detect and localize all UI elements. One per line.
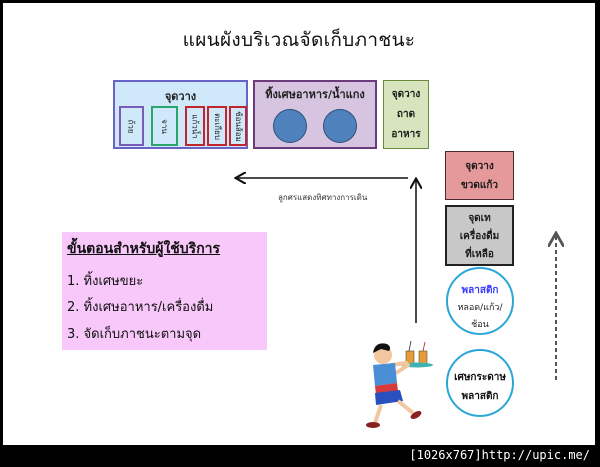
plastic-bin-line: ช้อน xyxy=(471,320,489,330)
leftover-drink-zone: จุดเท เครื่องดื่ม ที่เหลือ xyxy=(445,205,514,266)
tray-zone-line: ถาด xyxy=(396,109,416,120)
walking-arrow-caption: ลูกศรแสดงทิศทางการเดิน xyxy=(278,193,368,202)
food-waste-zone: ทิ้งเศษอาหาร/น้ำแกง xyxy=(253,80,377,149)
waste-bowl-icon xyxy=(323,109,357,143)
plastic-bin-line: หลอด/แก้ว/ xyxy=(457,303,503,313)
slot-bowl: ถ้วย xyxy=(119,106,144,146)
slot-plate: จาน xyxy=(151,106,178,146)
tray-zone-line: อาหาร xyxy=(391,129,421,140)
drink-zone-line: ที่เหลือ xyxy=(465,249,494,260)
plastic-bin-title: พลาสติก xyxy=(461,285,499,296)
slot-chopsticks: ตะเกียบ xyxy=(207,106,227,146)
paper-bin: เศษกระดาษ พลาสติก xyxy=(446,349,514,417)
walking-direction-arrows xyxy=(3,3,595,428)
glass-bottle-zone: จุดวาง ขวดแก้ว xyxy=(445,151,514,200)
page-title: แผนผังบริเวณจัดเก็บภาชนะ xyxy=(182,29,416,51)
tray-dropoff-zone: จุดวาง ถาด อาหาร xyxy=(383,80,429,149)
bottle-zone-line: ขวดแก้ว xyxy=(460,180,499,191)
dish-zone-label: จุดวาง xyxy=(164,90,197,103)
step-item: 2. ทิ้งเศษอาหาร/เครื่องดื่ม xyxy=(67,300,214,315)
waste-zone-label: ทิ้งเศษอาหาร/น้ำแกง xyxy=(265,88,365,101)
steps-heading: ขั้นตอนสำหรับผู้ใช้บริการ xyxy=(67,241,221,257)
diagram-slide: แผนผังบริเวณจัดเก็บภาชนะ จุดวาง ถ้วย จาน… xyxy=(3,3,595,445)
paper-bin-line: เศษกระดาษ xyxy=(454,372,506,383)
slot-glass: แก้วน้ำ xyxy=(185,106,205,146)
step-item: 3. จัดเก็บภาชนะตามจุด xyxy=(67,327,202,342)
dish-dropoff-zone: จุดวาง ถ้วย จาน แก้วน้ำ ตะเกียบ ช้อนส้อม xyxy=(113,80,248,149)
slot-cutlery: ช้อนส้อม xyxy=(229,106,247,146)
paper-bin-line: พลาสติก xyxy=(461,391,499,402)
image-host-watermark: [1026x767]http://upic.me/ xyxy=(409,448,590,462)
step-item: 1. ทิ้งเศษขยะ xyxy=(67,274,144,289)
tray-zone-line: จุดวาง xyxy=(391,89,421,100)
drink-zone-line: เครื่องดื่ม xyxy=(459,231,500,242)
bottle-zone-line: จุดวาง xyxy=(465,161,494,172)
drink-zone-line: จุดเท xyxy=(468,213,491,224)
plastic-bin: พลาสติก หลอด/แก้ว/ ช้อน xyxy=(446,267,514,335)
watermark-bar: [1026x767]http://upic.me/ xyxy=(0,445,600,467)
boy-with-tray-illustration xyxy=(366,340,433,428)
waste-bowl-icon xyxy=(273,109,307,143)
user-steps-panel: ขั้นตอนสำหรับผู้ใช้บริการ 1. ทิ้งเศษขยะ … xyxy=(62,232,267,350)
